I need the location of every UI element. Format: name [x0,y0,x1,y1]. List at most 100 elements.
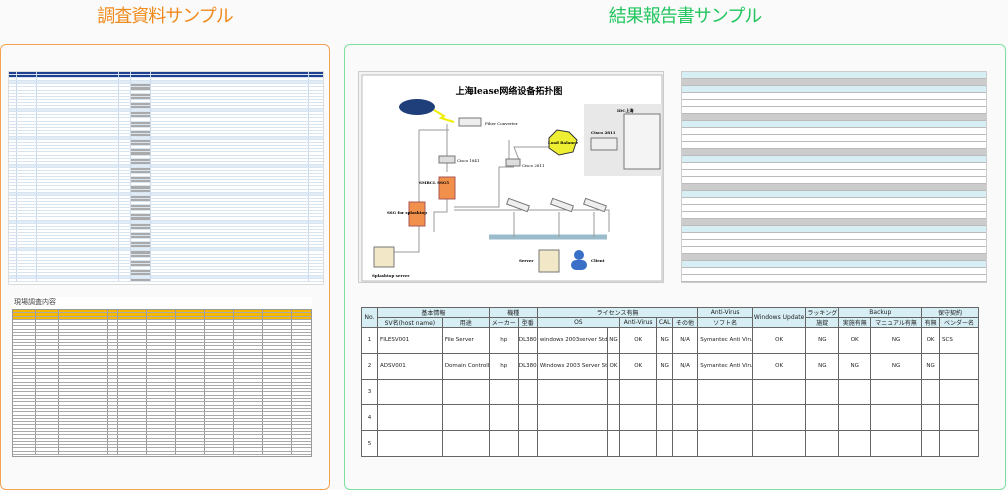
sheet-row [9,217,323,221]
client-label: Client [591,258,605,263]
sheet-row [13,313,311,317]
cell-no: 1 [361,327,379,354]
col-host: SV名(host name) [377,317,443,328]
report-row [682,184,986,191]
cell-cal: NG [656,352,673,380]
sheet-row [9,102,323,107]
cell-os: windows 2003server Std [536,327,609,354]
col-av-license: Anti-Virus [618,317,658,328]
survey-sheet-title: 現場調査内容 [14,298,56,306]
cell-lock [805,404,840,432]
sheet-row [9,136,323,141]
sheet-row [9,270,323,274]
sheet-row [9,109,323,113]
sheet-row [9,251,323,255]
sheet-row [9,90,323,94]
client-icon [574,250,584,260]
sheet-row [13,389,311,393]
cell-no: 3 [361,378,379,406]
survey-sheet-grid [12,309,312,457]
report-row [682,93,986,100]
sheet-row [9,254,323,258]
sheet-row [13,352,311,357]
sheet-row [9,118,323,122]
ssg-label: SSG for splashtop [387,210,427,215]
cell-soft [697,430,754,457]
sheet-row [13,326,311,330]
report-row [682,191,986,198]
sheet-row [13,310,311,314]
sheet-row [13,342,311,347]
sheet-row [13,366,311,370]
sheet-row [9,279,323,283]
cell-vendor [939,404,979,432]
cell-os_status [607,404,620,432]
sheet-row [9,186,323,190]
sheet-row [9,161,323,165]
sheet-row [13,448,311,452]
cell-wu [752,404,807,432]
report-document-thumbnail [681,71,987,283]
sheet-row [13,385,311,390]
sheet-row [13,346,311,350]
report-row [682,107,986,114]
sheet-row [9,273,323,277]
cell-backup: NG [838,352,871,380]
report-row [682,121,986,128]
report-row [682,268,986,275]
report-row [682,86,986,93]
sheet-row [13,441,311,446]
sheet-row [9,266,323,270]
cell-no: 2 [361,352,379,380]
report-row [682,240,986,247]
cloud-icon [399,99,435,115]
sheet-row [9,245,323,249]
cell-av: OK [618,327,658,354]
cell-manual [869,378,923,406]
survey-spreadsheet-thumbnail [8,71,324,285]
sheet-row [13,372,311,376]
sheet-row [9,115,323,119]
switch-icon [582,197,608,213]
group-backup: Backup [838,307,923,318]
sheet-row [9,158,323,162]
sheet-row [9,93,323,97]
report-row [682,247,986,254]
sheet-row [13,418,311,423]
col-software: ソフト名 [697,317,754,328]
cell-soft: Symantec Anti Virus [697,352,754,380]
sheet-row [9,223,323,227]
sheet-row [13,369,311,373]
group-license: ライセンス有無 [536,307,699,318]
cell-manual [869,404,923,432]
cell-os: Windows 2003 Server Std [536,352,609,380]
cell-use: File Server [441,327,490,354]
survey-sample-panel: 現場調査内容 [0,44,330,490]
col-os: OS [536,317,620,328]
cell-lock [805,430,840,457]
cell-wu: OK [752,352,807,380]
report-row [682,254,986,261]
cell-av [618,378,658,406]
cell-other [671,378,699,406]
fiber-label: Fiber Converter [485,121,518,126]
fiber-converter-icon [458,117,482,127]
sheet-row [9,192,323,196]
cell-av: OK [618,352,658,380]
sheet-row [13,422,311,426]
cell-maint [921,430,941,457]
server-icon [373,246,395,268]
idc-label: IDC上海 [617,107,634,113]
sheet-row [9,205,323,209]
report-row [682,275,986,282]
sheet-row [13,408,311,413]
sheet-row [9,133,323,137]
sheet-row [13,412,311,416]
cell-host [377,378,443,406]
group-model: 機種 [488,307,538,318]
cell-soft [697,404,754,432]
report-row [682,135,986,142]
cell-manual: NG [869,352,923,380]
cell-model: DL380 [517,352,538,380]
